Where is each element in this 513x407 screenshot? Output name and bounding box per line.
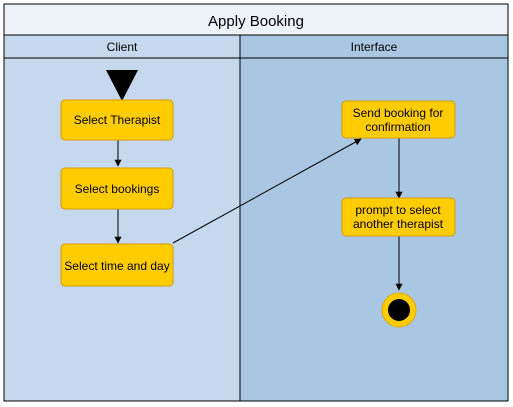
- lane-label-interface: Interface: [351, 40, 398, 54]
- node-prompt-select: prompt to select another therapist: [341, 197, 456, 237]
- lane-label-client: Client: [107, 40, 138, 54]
- node-label-line-1: prompt to select: [355, 203, 441, 217]
- start-node: [106, 70, 138, 101]
- node-label-line-1: Send booking for: [353, 106, 444, 120]
- node-label-line-2: another therapist: [353, 217, 444, 231]
- node-send-booking: Send booking for confirmation: [341, 100, 456, 139]
- node-select-bookings: Select bookings: [60, 167, 174, 210]
- node-label: Select time and day: [64, 259, 169, 273]
- node-label: Select Therapist: [74, 113, 161, 127]
- edge-time-to-send: [172, 138, 362, 244]
- node-select-time: Select time and day: [60, 243, 174, 287]
- title-bar: [3, 3, 509, 36]
- node-label-line-2: confirmation: [365, 120, 430, 134]
- end-node: [381, 292, 417, 328]
- node-select-therapist: Select Therapist: [60, 99, 174, 141]
- node-label: Select bookings: [75, 182, 160, 196]
- diagram-title: Apply Booking: [208, 13, 304, 30]
